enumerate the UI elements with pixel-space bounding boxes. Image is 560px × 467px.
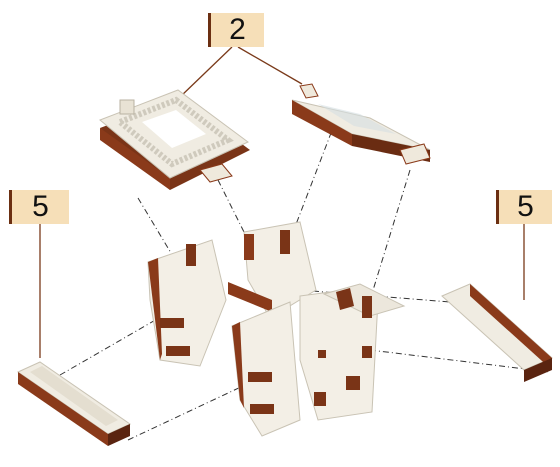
- frame-piece-left: [147, 239, 227, 367]
- side-panel-left: [16, 361, 132, 446]
- lid-piece-right: [291, 83, 431, 165]
- callout-leader-lines: [39, 46, 525, 358]
- side-panel-right: [441, 283, 553, 382]
- frame-piece-center-front: [231, 301, 301, 437]
- callout-label-part-2: 2: [208, 13, 264, 47]
- lid-piece-left: [99, 89, 250, 190]
- callout-label-part-5-right: 5: [496, 190, 552, 224]
- frame-piece-center-back: [228, 221, 317, 319]
- frame-piece-right: [299, 283, 406, 421]
- callout-label-part-5-left: 5: [9, 190, 69, 224]
